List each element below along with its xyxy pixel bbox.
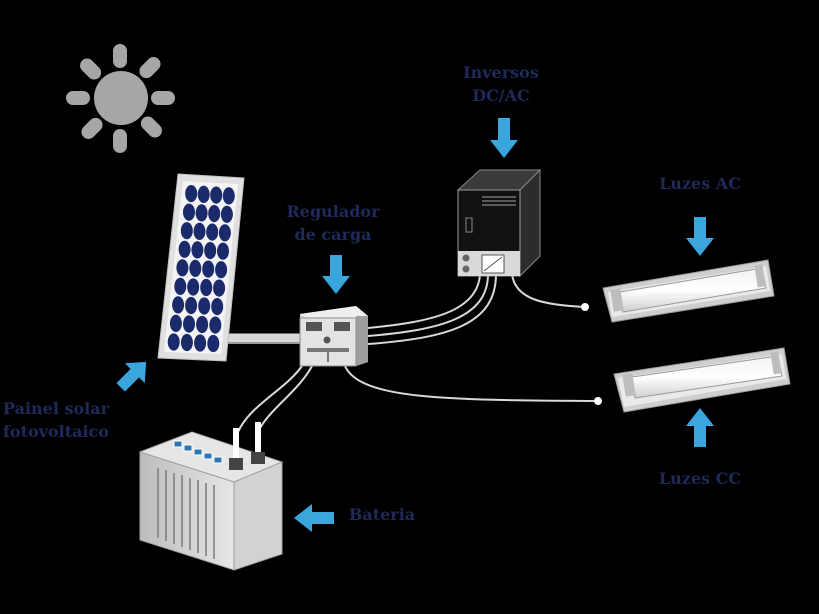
wires xyxy=(228,273,599,433)
label-inversor-line2: DC/AC xyxy=(472,86,530,105)
solar-cell xyxy=(215,261,228,279)
solar-cell xyxy=(206,223,219,241)
solar-cell xyxy=(211,298,224,316)
label-inversor: Inversos DC/AC xyxy=(455,61,547,107)
solar-cell xyxy=(189,259,202,277)
label-painel-line2: fotovoltaico xyxy=(3,422,109,441)
solar-cell xyxy=(196,315,209,334)
solar-cell xyxy=(200,278,213,297)
label-painel: Painel solar fotovoltaico xyxy=(0,397,112,443)
solar-cell xyxy=(183,203,195,221)
sun-icon xyxy=(66,44,175,153)
label-bateria: Bateria xyxy=(348,505,416,524)
solar-cell xyxy=(169,314,182,332)
arrow-icon xyxy=(686,217,714,256)
solar-cell xyxy=(208,205,221,223)
solar-cell xyxy=(176,259,189,277)
solar-cell xyxy=(172,296,185,314)
solar-cell xyxy=(187,278,200,296)
solar-cell xyxy=(197,185,210,203)
solar-cell xyxy=(193,222,206,240)
inverter-icon xyxy=(456,168,542,278)
arrow-icon xyxy=(490,118,518,158)
solar-cell xyxy=(210,186,223,204)
label-regulador: Regulador de carga xyxy=(278,200,388,246)
solar-cell xyxy=(222,187,235,205)
lamp-icon xyxy=(613,347,791,413)
label-painel-line1: Painel solar xyxy=(2,399,110,418)
solar-cell xyxy=(194,334,207,352)
solar-cell xyxy=(218,224,231,242)
solar-cell xyxy=(207,334,220,353)
solar-cell xyxy=(180,333,193,352)
solar-cell xyxy=(178,240,191,258)
solar-cell xyxy=(217,242,229,260)
solar-cell xyxy=(185,185,198,203)
solar-cell xyxy=(209,316,222,334)
solar-panel-icon xyxy=(157,173,245,362)
solar-cell xyxy=(191,241,204,259)
arrow-icon xyxy=(116,361,147,392)
battery-icon xyxy=(138,422,284,571)
solar-cell xyxy=(195,204,208,222)
label-luzes-ac: Luzes AC xyxy=(659,174,741,193)
lamp-icon xyxy=(602,259,775,323)
arrow-icon xyxy=(686,408,714,447)
charge-regulator-icon xyxy=(299,306,368,367)
label-luzes-cc: Luzes CC xyxy=(658,469,742,488)
wire-connector xyxy=(594,397,602,405)
solar-cell xyxy=(198,297,211,315)
solar-cell xyxy=(174,277,187,295)
solar-cell xyxy=(220,205,233,223)
label-inversor-line1: Inversos xyxy=(463,63,539,82)
solar-cell xyxy=(185,296,198,315)
wire-connector xyxy=(581,303,589,311)
solar-cell xyxy=(180,222,193,240)
arrow-icon xyxy=(322,255,350,294)
solar-cell xyxy=(202,260,215,278)
label-regulador-line1: Regulador xyxy=(286,202,380,221)
solar-cell xyxy=(204,242,217,260)
solar-cell xyxy=(183,315,195,333)
solar-cell xyxy=(167,333,180,351)
solar-cell xyxy=(213,279,226,297)
arrow-icon xyxy=(294,504,334,532)
label-regulador-line2: de carga xyxy=(294,225,372,244)
